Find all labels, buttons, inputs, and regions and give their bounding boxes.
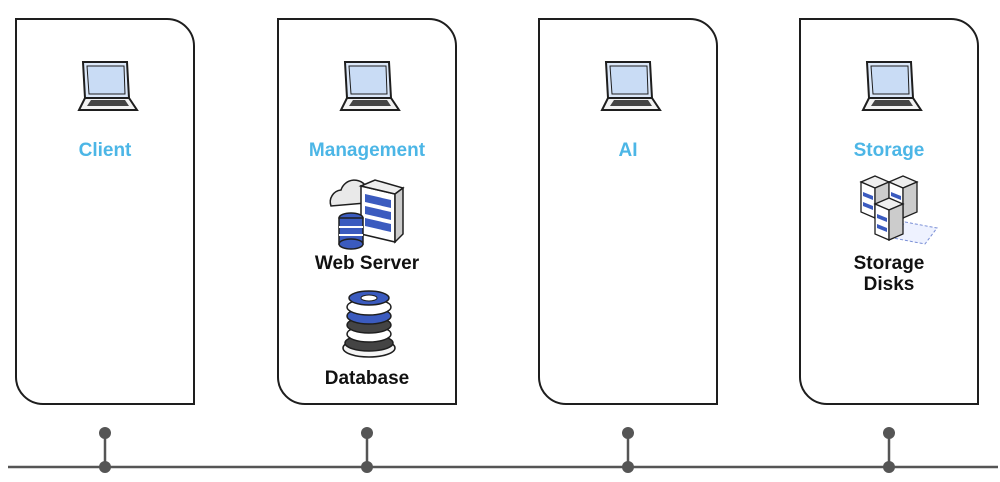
- panel-client: Client: [15, 18, 195, 405]
- bus-tap-management: [361, 427, 373, 473]
- bus-tap-ai: [622, 427, 634, 473]
- laptop-icon: [862, 61, 922, 111]
- laptop-icon: [601, 61, 661, 111]
- database-stack-icon: [342, 290, 396, 358]
- panel-title-ai: AI: [618, 140, 638, 161]
- item-label-database: Database: [324, 368, 410, 389]
- bus-tap-client: [99, 427, 111, 473]
- server-cloud-icon: [329, 179, 405, 250]
- item-label-web-server: Web Server: [314, 253, 420, 274]
- panel-title-storage: Storage: [853, 140, 925, 161]
- panel-storage: Storage Storage Disks: [799, 18, 979, 405]
- item-label-storage-disks: Storage Disks: [853, 253, 925, 295]
- laptop-icon: [78, 61, 138, 111]
- panel-management: Management Web Server Database: [277, 18, 457, 405]
- panel-title-management: Management: [308, 140, 426, 161]
- bus-tap-storage: [883, 427, 895, 473]
- panel-ai: AI: [538, 18, 718, 405]
- panel-title-client: Client: [78, 140, 132, 161]
- laptop-icon: [340, 61, 400, 111]
- storage-array-icon: [859, 175, 938, 245]
